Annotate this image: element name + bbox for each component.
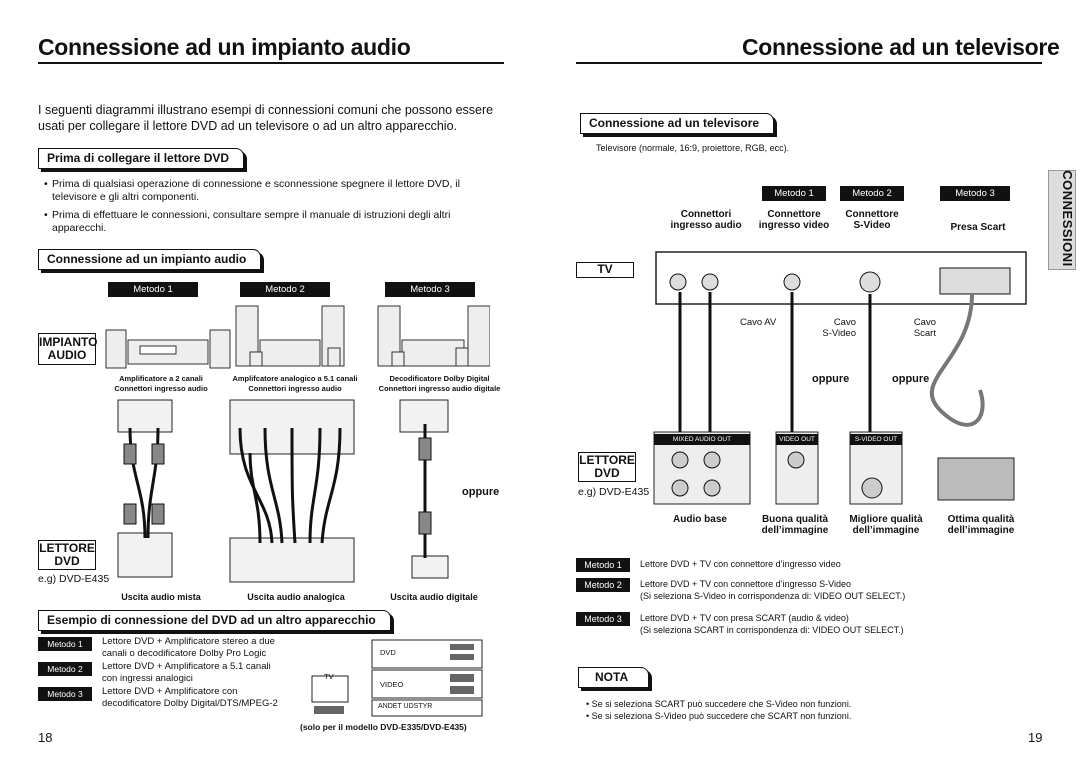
side-tab: CONNESSIONI [1048, 170, 1076, 270]
method-desc-2-text: Lettore DVD + Amplificatore a 5.1 canali… [102, 661, 271, 684]
model-label-left: e.g) DVD-E435 [38, 573, 110, 585]
tv-method-desc-3-text: Lettore DVD + TV con presa SCART (audio … [640, 613, 904, 635]
tv-types-text: Televisore (normale, 16:9, proiettore, R… [596, 143, 790, 153]
bullet-1: •Prima di qualsiasi operazione di connes… [44, 178, 460, 203]
tv-method-desc-2-tag: Metodo 2 [576, 578, 630, 592]
output-analog: Uscita audio analogica [247, 592, 345, 602]
tv-method-2-tag: Metodo 2 [840, 186, 904, 201]
example-video-label: VIDEO [380, 680, 404, 689]
tv-box: TV [576, 262, 634, 278]
method-desc-1-tag: Metodo 1 [38, 637, 92, 651]
nota-heading: NOTA [578, 667, 650, 688]
tv-method-desc-3-tag: Metodo 3 [576, 612, 630, 626]
method-desc-2-tag: Metodo 2 [38, 662, 92, 676]
panel-label-video-out: VIDEO OUT [776, 434, 818, 445]
audio-cable-diagram [117, 399, 449, 583]
tv-connection-diagram [653, 251, 1027, 505]
tv-method-desc-2-text: Lettore DVD + TV con connettore d’ingres… [640, 579, 906, 601]
amplifier-illustrations [105, 305, 490, 369]
conn-label-scart: Presa Scart [950, 222, 1006, 233]
left-title-rule [38, 62, 504, 64]
page-number-right: 19 [1028, 730, 1043, 745]
output-digital: Uscita audio digitale [390, 592, 478, 602]
intro-text: I seguenti diagrammi illustrano esempi d… [38, 103, 494, 133]
method-2-tag: Metodo 2 [240, 282, 330, 297]
example-device-diagram [311, 639, 483, 717]
method-desc-3-tag: Metodo 3 [38, 687, 92, 701]
quality-audio-base: Audio base [673, 514, 727, 525]
note-2: • Se si seleziona S-Video può succedere … [586, 711, 852, 721]
section-tv-connection: Connessione ad un televisore [580, 113, 775, 134]
page-number-left: 18 [38, 730, 53, 745]
method-3-tag: Metodo 3 [385, 282, 475, 297]
panel-label-mixed-audio: MIXED AUDIO OUT [654, 434, 750, 445]
oppure-label-left: oppure [462, 486, 500, 498]
note-1: • Se si seleziona SCART può succedere ch… [586, 699, 852, 709]
method-desc-1-text: Lettore DVD + Amplificatore stereo a due… [102, 636, 275, 659]
example-andet-label: ANDET UDSTYR [378, 703, 433, 710]
tv-method-desc-1-tag: Metodo 1 [576, 558, 630, 572]
model-footnote: (solo per il modello DVD-E335/DVD-E435) [300, 722, 467, 732]
right-page-title: Connessione ad un televisore [742, 34, 1060, 60]
method-1-tag: Metodo 1 [108, 282, 198, 297]
cable-av-label: Cavo AV [740, 317, 777, 328]
tv-method-desc-1-text: Lettore DVD + TV con connettore d’ingres… [640, 559, 841, 569]
bullet-2: •Prima di effettuare le connessioni, con… [44, 209, 451, 234]
oppure-label-right-2: oppure [892, 373, 930, 385]
output-mixed: Uscita audio mista [121, 592, 201, 602]
tv-method-3-tag: Metodo 3 [940, 186, 1010, 201]
left-page-title: Connessione ad un impianto audio [38, 34, 411, 60]
model-label-right: e.g) DVD-E435 [578, 486, 650, 498]
oppure-label-right-1: oppure [812, 373, 850, 385]
tv-method-1-tag: Metodo 1 [762, 186, 826, 201]
section-audio-connection: Connessione ad un impianto audio [38, 249, 262, 270]
section-example: Esempio di connessione del DVD ad un alt… [38, 610, 391, 631]
example-tv-label: TV [324, 672, 334, 681]
right-title-rule [576, 62, 1042, 64]
example-dvd-label: DVD [380, 648, 396, 657]
panel-label-svideo-out: S-VIDEO OUT [850, 434, 902, 445]
section-before-connect: Prima di collegare il lettore DVD [38, 148, 245, 169]
